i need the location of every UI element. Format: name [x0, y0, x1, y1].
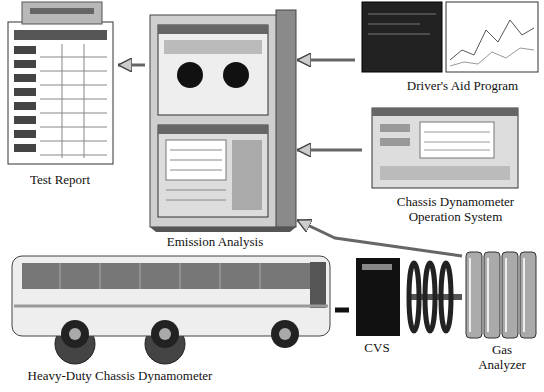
analysis-cabinet [158, 25, 268, 115]
report-printer [40, 44, 107, 158]
report-printer [14, 130, 36, 138]
node-label: Heavy-Duty Chassis Dynamometer [10, 368, 230, 383]
node-label: Gas Analyzer [467, 342, 537, 372]
gas-analyzer-cylinders [502, 252, 518, 338]
operation-screen [424, 132, 490, 150]
driver-aid-screens [446, 2, 538, 72]
operation-screen [380, 138, 410, 146]
driver-aid-screens [450, 48, 534, 66]
cvs-unit [356, 258, 400, 336]
analysis-cabinet [232, 140, 262, 210]
flow-arrow [297, 149, 362, 152]
bus-on-dynamometer [22, 263, 310, 289]
analysis-cabinet [166, 150, 226, 200]
analysis-cabinet [158, 125, 268, 134]
picture-node: Heavy-Duty Chassis Dynamometer [5, 246, 335, 390]
driver-aid-screens [362, 2, 442, 72]
node-label: Chassis Dynamometer Operation System [388, 194, 523, 224]
flow-arrow [297, 59, 355, 62]
report-printer [8, 22, 113, 164]
bus-on-dynamometer [14, 305, 328, 308]
report-printer [8, 2, 113, 164]
report-printer [14, 74, 36, 82]
driver-aid-screens [362, 2, 538, 72]
picture-node: CVS [349, 252, 407, 362]
bus-on-dynamometer [60, 263, 260, 289]
bus-on-dynamometer [279, 328, 291, 340]
bus-on-dynamometer [12, 256, 330, 364]
picture-node: Chassis Dynamometer Operation System [362, 104, 532, 230]
bus-on-dynamometer [271, 320, 299, 348]
bus-on-dynamometer [61, 320, 89, 348]
node-label: Emission Analysis [145, 234, 285, 249]
bus-on-dynamometer [151, 320, 179, 348]
analysis-cabinet [150, 15, 278, 227]
report-printer [14, 144, 36, 152]
report-printer [14, 46, 36, 54]
flow-arrow [297, 220, 462, 256]
analysis-cabinet [276, 10, 296, 227]
driver-aid-screens [450, 20, 534, 60]
gas-analyzer-cylinders [470, 258, 524, 332]
gas-analyzer-cylinders [466, 252, 482, 338]
pipe-rings [425, 263, 435, 331]
report-printer [14, 30, 107, 40]
report-printer [30, 8, 94, 14]
analysis-cabinet [223, 62, 249, 88]
analysis-cabinet [177, 62, 203, 88]
pipe-rings [441, 263, 451, 331]
pipe-rings [409, 263, 451, 331]
gas-analyzer-cylinders [466, 252, 536, 338]
bus-on-dynamometer [69, 328, 81, 340]
node-label: CVS [349, 340, 405, 355]
report-printer [14, 88, 36, 96]
report-printer [14, 116, 36, 124]
operation-screen [372, 108, 518, 188]
report-printer [14, 60, 36, 68]
analysis-cabinet [158, 25, 268, 34]
flow-arrow [118, 64, 145, 67]
operation-screen [372, 108, 518, 188]
driver-aid-screens [368, 14, 436, 34]
operation-screen [372, 108, 518, 116]
bus-on-dynamometer [310, 262, 326, 308]
operation-screen [380, 166, 510, 180]
gas-analyzer-cylinders [484, 252, 500, 338]
picture-node: Driver's Aid Program [355, 0, 542, 100]
node-label: Driver's Aid Program [385, 78, 540, 93]
analysis-cabinet [150, 10, 296, 232]
operation-screen [380, 124, 410, 132]
cvs-unit [356, 258, 400, 336]
node-label: Test Report [4, 172, 116, 187]
pipe-rings [409, 263, 419, 331]
cvs-unit [362, 264, 392, 270]
operation-screen [420, 122, 494, 158]
report-printer [22, 2, 102, 24]
analysis-cabinet [158, 125, 268, 217]
pipe-connector [335, 308, 349, 313]
picture-node: Emission Analysis [145, 10, 297, 252]
report-printer [14, 102, 36, 110]
picture-node: Gas Analyzer [462, 244, 542, 380]
gas-analyzer-cylinders [520, 252, 536, 338]
bus-on-dynamometer [159, 328, 171, 340]
analysis-cabinet [164, 40, 262, 54]
picture-node: Test Report [4, 0, 118, 192]
analysis-cabinet [150, 227, 296, 232]
